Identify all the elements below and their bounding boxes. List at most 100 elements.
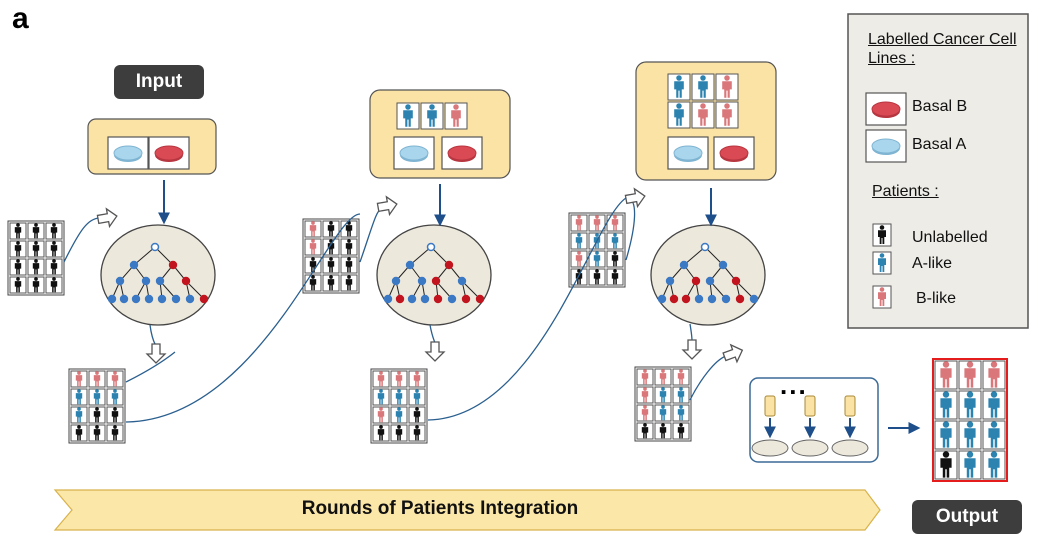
person-icon <box>677 423 685 439</box>
classifier-tree-3 <box>650 224 766 326</box>
legend-title: Labelled Cancer Cell Lines : <box>868 31 1017 67</box>
flow-curve <box>427 197 627 421</box>
person-icon <box>878 253 886 272</box>
person-icon <box>413 407 421 423</box>
person-icon <box>93 371 101 387</box>
person-icon <box>345 257 353 273</box>
legend-box <box>847 13 1029 329</box>
tree-node <box>718 260 728 270</box>
ensemble-input <box>764 395 776 417</box>
person-icon <box>611 269 619 285</box>
person-icon <box>427 104 437 127</box>
dish-basal-a <box>667 136 709 170</box>
tree-node <box>669 294 679 304</box>
hollow-arrow-up <box>96 207 118 229</box>
hollow-arrow-down <box>145 343 167 364</box>
person-icon <box>50 241 58 257</box>
person-icon <box>395 389 403 405</box>
legend-unlabelled-label: Unlabelled <box>912 229 988 246</box>
person-icon <box>14 223 22 239</box>
person-icon <box>940 451 952 478</box>
tree-node <box>407 294 417 304</box>
flow-curve <box>359 207 383 263</box>
panel-letter: a <box>12 2 29 35</box>
dish-basal-a <box>107 136 149 170</box>
person-icon <box>111 389 119 405</box>
person-icon <box>327 221 335 237</box>
person-icon <box>641 405 649 421</box>
hollow-arrow-down <box>681 339 703 360</box>
person-icon <box>940 391 952 418</box>
person-icon <box>395 425 403 441</box>
person-icon <box>50 277 58 293</box>
person-icon <box>677 387 685 403</box>
hollow-arrow-up <box>722 343 744 364</box>
person-icon <box>377 389 385 405</box>
tree-node <box>681 294 691 304</box>
flow-curve <box>625 197 636 261</box>
person-icon <box>93 425 101 441</box>
tree-node <box>157 294 167 304</box>
person-icon <box>403 104 413 127</box>
classifier-tree-1 <box>100 224 216 326</box>
person-icon <box>575 269 583 285</box>
person-icon <box>377 371 385 387</box>
tree-node <box>475 294 485 304</box>
person-icon <box>988 391 1000 418</box>
person-icon <box>377 407 385 423</box>
person-icon <box>93 407 101 423</box>
tree-root-node <box>150 242 160 252</box>
person-icon <box>964 451 976 478</box>
person-icon <box>14 259 22 275</box>
person-icon <box>309 239 317 255</box>
person-icon <box>940 361 952 388</box>
patient-grid-low1 <box>68 368 126 444</box>
tree-node <box>657 294 667 304</box>
ensemble-tree <box>791 439 829 457</box>
person-icon <box>111 407 119 423</box>
person-icon <box>111 425 119 441</box>
tree-node <box>705 276 715 286</box>
tree-node <box>444 260 454 270</box>
tree-node <box>107 294 117 304</box>
person-icon <box>75 407 83 423</box>
tree-node <box>144 294 154 304</box>
person-icon <box>964 361 976 388</box>
person-icon <box>641 423 649 439</box>
person-icon <box>111 371 119 387</box>
person-icon <box>677 405 685 421</box>
flow-curve <box>689 323 693 342</box>
tree-node <box>694 294 704 304</box>
dish-basal-b <box>148 136 190 170</box>
patient-grid-mid1 <box>302 218 360 294</box>
hollow-arrow-down <box>424 341 446 362</box>
person-icon <box>395 371 403 387</box>
person-icon <box>377 425 385 441</box>
person-icon <box>413 425 421 441</box>
ensemble-tree <box>751 439 789 457</box>
tree-node <box>115 276 125 286</box>
tree-node <box>691 276 701 286</box>
person-icon <box>345 275 353 291</box>
dish-basal-b <box>713 136 755 170</box>
output-label: Output <box>912 500 1022 534</box>
person-icon <box>593 233 601 249</box>
person-icon <box>75 425 83 441</box>
patient-grid-low2 <box>370 368 428 444</box>
person-icon <box>878 287 886 306</box>
person-icon <box>674 103 684 126</box>
input-label: Input <box>114 65 204 99</box>
tree-node <box>749 294 759 304</box>
tree-node <box>417 276 427 286</box>
legend-patients-title: Patients : <box>872 183 939 200</box>
hollow-arrow-up <box>624 187 646 209</box>
person-icon <box>32 259 40 275</box>
dish-basal-b <box>441 136 483 170</box>
tree-node <box>155 276 165 286</box>
legend-basal-a-label: Basal A <box>912 136 967 153</box>
person-icon <box>327 275 335 291</box>
tree-node <box>395 294 405 304</box>
tree-node <box>665 276 675 286</box>
flow-curve <box>125 213 361 423</box>
